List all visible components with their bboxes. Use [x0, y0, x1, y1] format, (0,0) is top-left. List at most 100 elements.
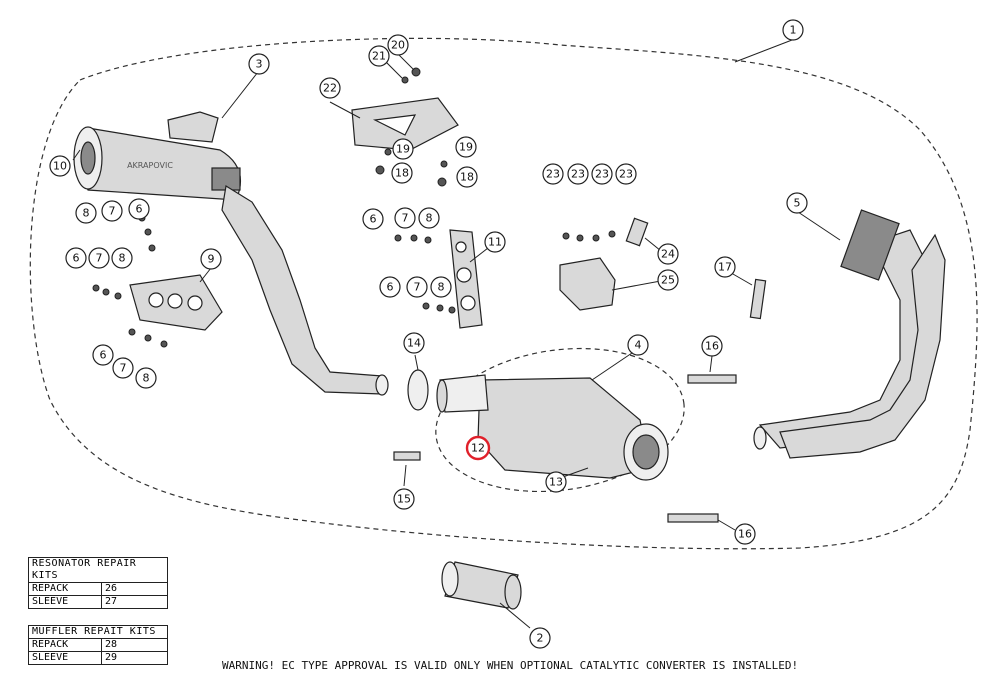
svg-text:17: 17 — [718, 261, 732, 274]
callout-18-left: 18 — [391, 162, 413, 184]
callout-23-c: 23 — [591, 163, 613, 185]
spring-15 — [393, 451, 421, 461]
catalyst-body — [436, 374, 669, 481]
svg-text:6: 6 — [370, 213, 377, 226]
callout-5: 5 — [786, 192, 808, 214]
sensor-24 — [625, 217, 649, 247]
svg-text:23: 23 — [619, 168, 633, 181]
spring-16-top — [687, 374, 737, 384]
svg-text:23: 23 — [571, 168, 585, 181]
muffler-kit-label: SLEEVE — [28, 651, 102, 665]
svg-text:16: 16 — [738, 528, 752, 541]
callout-13: 13 — [545, 471, 567, 493]
callout-8-mid: 8 — [430, 276, 452, 298]
svg-text:18: 18 — [395, 167, 409, 180]
svg-text:13: 13 — [549, 476, 563, 489]
resonator-repair-kits-table: RESONATOR REPAIR KITS REPACK 26 SLEEVE 2… — [28, 557, 168, 609]
callout-23-d: 23 — [615, 163, 637, 185]
callout-24: 24 — [657, 243, 679, 265]
svg-text:9: 9 — [208, 253, 215, 266]
resonator-kits-title: RESONATOR REPAIR KITS — [28, 557, 168, 583]
svg-text:19: 19 — [459, 141, 473, 154]
callout-9: 9 — [200, 248, 222, 270]
svg-text:7: 7 — [109, 205, 116, 218]
svg-text:14: 14 — [407, 337, 421, 350]
svg-text:22: 22 — [323, 82, 337, 95]
leader-lines — [72, 39, 841, 629]
svg-text:25: 25 — [661, 274, 675, 287]
header-pipes — [753, 209, 946, 459]
svg-text:7: 7 — [402, 212, 409, 225]
svg-text:23: 23 — [546, 168, 560, 181]
callout-2: 2 — [529, 627, 551, 649]
callout-18-right: 18 — [456, 166, 478, 188]
callout-7-center: 7 — [394, 207, 416, 229]
callout-7-mid: 7 — [406, 276, 428, 298]
callout-7-upper-left: 7 — [101, 200, 123, 222]
callout-8-left: 8 — [111, 247, 133, 269]
muffler-kit-value: 29 — [101, 651, 168, 665]
sleeve-2 — [441, 561, 522, 610]
svg-text:24: 24 — [661, 248, 675, 261]
callout-14: 14 — [403, 332, 425, 354]
svg-text:6: 6 — [100, 349, 107, 362]
callout-12: 12 — [465, 435, 491, 461]
callout-4: 4 — [627, 334, 649, 356]
svg-text:15: 15 — [397, 493, 411, 506]
callouts: 1 2 3 4 5 6 6 6 6 7 7 7 7 8 8 8 8 6 7 8 … — [49, 19, 808, 649]
svg-text:8: 8 — [83, 207, 90, 220]
callout-23-a: 23 — [542, 163, 564, 185]
link-pipe — [221, 185, 383, 395]
svg-text:8: 8 — [143, 372, 150, 385]
callout-11: 11 — [484, 231, 506, 253]
callout-17: 17 — [714, 256, 736, 278]
svg-text:10: 10 — [53, 160, 67, 173]
svg-text:12: 12 — [471, 442, 485, 455]
callout-19-left: 19 — [392, 138, 414, 160]
callout-22: 22 — [319, 77, 341, 99]
callout-6-lower-left: 6 — [92, 344, 114, 366]
svg-text:7: 7 — [414, 281, 421, 294]
callout-6-mid: 6 — [379, 276, 401, 298]
resonator-kit-value: 26 — [101, 582, 168, 596]
svg-text:2: 2 — [537, 632, 544, 645]
callout-7-left: 7 — [88, 247, 110, 269]
muffler: AKRAPOVIC — [73, 111, 242, 201]
muffler-kit-label: REPACK — [28, 638, 102, 652]
callout-16-top: 16 — [701, 335, 723, 357]
muffler-kits-title: MUFFLER REPAIT KITS — [28, 625, 168, 639]
resonator-kit-label: REPACK — [28, 582, 102, 596]
callout-7-lower-left: 7 — [112, 357, 134, 379]
callout-6-center: 6 — [362, 208, 384, 230]
svg-text:8: 8 — [426, 212, 433, 225]
svg-text:1: 1 — [790, 24, 797, 37]
callout-8-center: 8 — [418, 207, 440, 229]
svg-text:4: 4 — [635, 339, 642, 352]
svg-text:18: 18 — [460, 171, 474, 184]
callout-3: 3 — [248, 53, 270, 75]
svg-text:3: 3 — [256, 58, 263, 71]
catalyst-outline — [435, 347, 685, 493]
svg-text:8: 8 — [119, 252, 126, 265]
callout-15: 15 — [393, 488, 415, 510]
svg-text:7: 7 — [120, 362, 127, 375]
spring-16-bottom — [667, 513, 719, 523]
muffler-kit-value: 28 — [101, 638, 168, 652]
svg-text:11: 11 — [488, 236, 502, 249]
svg-text:6: 6 — [73, 252, 80, 265]
svg-text:20: 20 — [391, 39, 405, 52]
sealant-tube-17 — [749, 278, 767, 320]
hardware — [92, 67, 616, 348]
callout-6-left: 6 — [65, 247, 87, 269]
svg-text:16: 16 — [705, 340, 719, 353]
callout-23-b: 23 — [567, 163, 589, 185]
svg-text:21: 21 — [372, 50, 386, 63]
callout-19-right: 19 — [455, 136, 477, 158]
svg-text:6: 6 — [387, 281, 394, 294]
callout-8-upper-left: 8 — [75, 202, 97, 224]
clamp-14 — [407, 369, 429, 411]
muffler-repair-kits-table: MUFFLER REPAIT KITS REPACK 28 SLEEVE 29 — [28, 625, 168, 665]
svg-text:23: 23 — [595, 168, 609, 181]
callout-6-upper-left: 6 — [128, 198, 150, 220]
